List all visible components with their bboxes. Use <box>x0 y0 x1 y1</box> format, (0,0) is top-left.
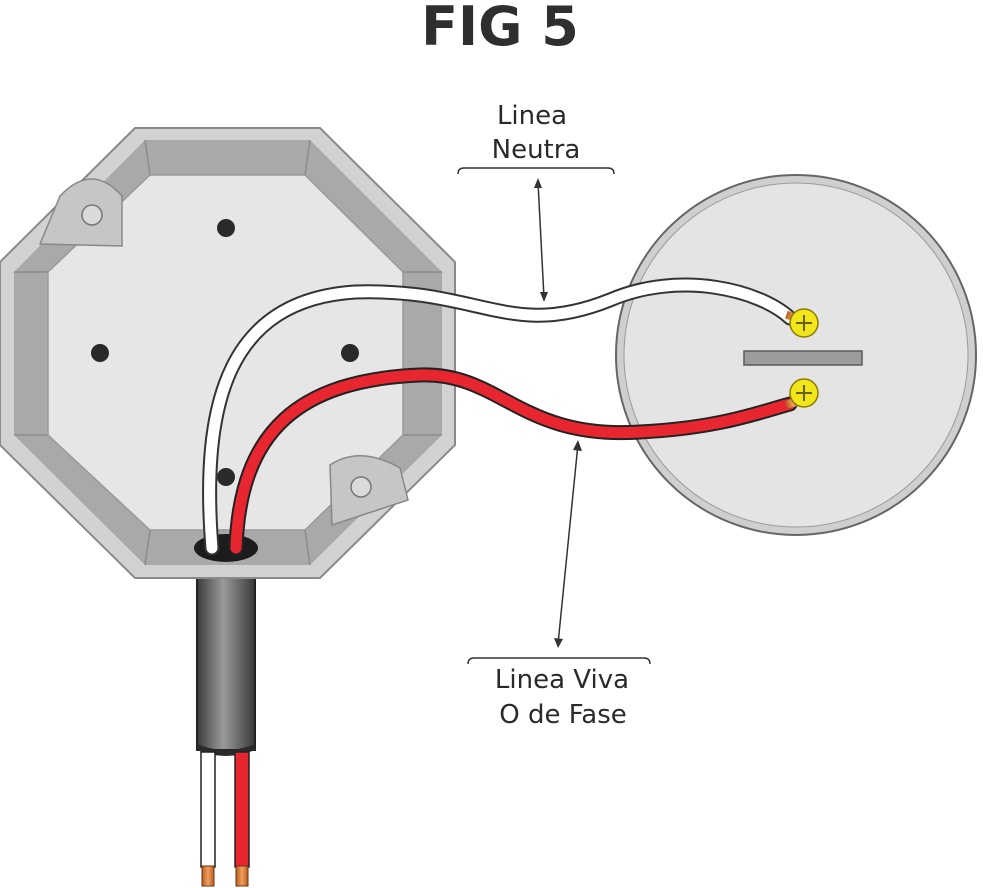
junction-box <box>0 127 456 579</box>
conduit <box>196 577 256 756</box>
live-label-line2: O de Fase <box>499 700 627 730</box>
conduit-entry-hole <box>194 534 258 562</box>
supply-neutral-wire <box>200 751 216 868</box>
terminal-screw-neutral <box>789 308 819 338</box>
knockout-hole <box>91 344 109 362</box>
live-label-group: Linea Viva O de Fase <box>467 440 651 730</box>
neutral-brace <box>457 167 615 175</box>
supply-wires <box>200 751 250 887</box>
knockout-hole <box>341 344 359 362</box>
knockout-hole <box>217 468 235 486</box>
live-label-line1: Linea Viva <box>495 665 629 695</box>
knockout-hole <box>217 219 235 237</box>
light-fixture <box>615 174 977 536</box>
supply-live-wire <box>234 751 250 868</box>
mounting-ear-bottom-right <box>329 454 409 527</box>
live-arrow <box>557 443 579 645</box>
neutral-label-group: Linea Neutra <box>457 101 615 302</box>
mounting-ear-top-left <box>38 178 123 247</box>
figure-title: FIG 5 <box>421 0 579 58</box>
neutral-arrow <box>537 181 545 299</box>
fixture-bracket <box>743 350 863 366</box>
terminal-screw-live <box>789 378 819 408</box>
neutral-label-line2: Neutra <box>492 135 581 165</box>
neutral-label-line1: Linea <box>497 101 567 131</box>
live-brace <box>467 657 651 665</box>
